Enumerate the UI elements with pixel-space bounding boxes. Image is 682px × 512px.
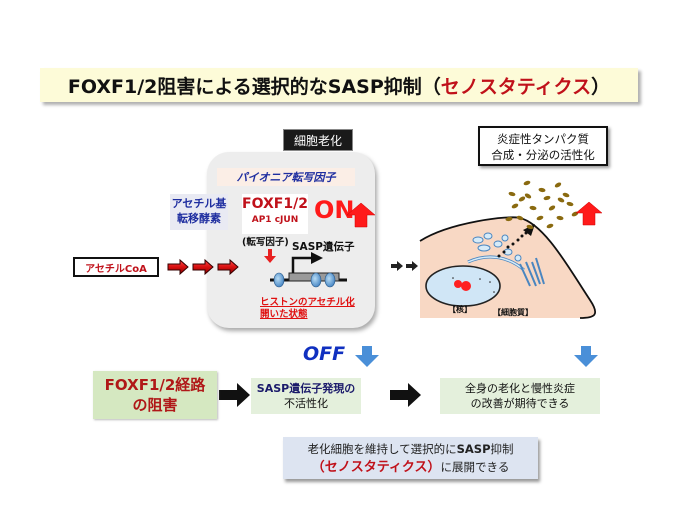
- protein-particle: [548, 205, 556, 211]
- title-suffix: ）: [591, 75, 611, 98]
- histone-icon: [310, 272, 322, 288]
- protein-particle: [562, 192, 570, 198]
- off-label: OFF: [303, 343, 346, 365]
- acetyltransferase-label: アセチル基 転移酵素: [170, 194, 228, 230]
- title-prefix: FOXF1/2阻害による選択的なSASP抑制（: [67, 75, 441, 98]
- blue-down-arrow-icon: [574, 346, 598, 367]
- transcription-factor-label: (転写因子): [242, 237, 289, 248]
- acetyltransferase-line1: アセチル基: [171, 197, 227, 210]
- inactivation-line1-rest: 遺伝子発現の: [289, 382, 356, 395]
- acetyl-coa-box: アセチルCoA: [73, 257, 159, 277]
- protein-particle: [546, 223, 554, 229]
- conclusion-line2-suffix: に展開できる: [440, 460, 510, 474]
- factor-main-label: FOXF1/2: [242, 196, 308, 212]
- protein-particle: [566, 201, 574, 207]
- protein-particle: [516, 215, 524, 221]
- cytoplasm-label: 【細胞質】: [493, 307, 533, 317]
- conclusion-close-paren: ）: [427, 460, 441, 475]
- conclusion-line1-prefix: 老化細胞を維持して選択的に: [307, 442, 457, 456]
- protein-particle: [524, 193, 532, 199]
- inhibition-line2: の阻害: [132, 396, 178, 414]
- sasp-gene-label: SASP遺伝子: [292, 241, 355, 253]
- conclusion-accent: セノスタティクス: [324, 460, 428, 475]
- flow-arrow: [390, 383, 421, 407]
- acetyl-flow-arrows: [167, 258, 239, 276]
- secreted-proteins: [505, 180, 579, 230]
- red-right-arrow: [217, 258, 239, 276]
- protein-particle: [554, 182, 562, 188]
- protein-line2: 合成・分泌の活性化: [491, 148, 595, 162]
- protein-particle: [556, 215, 564, 221]
- protein-particle: [557, 197, 565, 203]
- protein-line1: 炎症性タンパク質: [497, 132, 589, 146]
- title-accent: セノスタティクス: [440, 75, 592, 98]
- conclusion-line1-bold: SASP: [456, 442, 491, 456]
- protein-particle: [538, 187, 546, 193]
- inactivation-line1-bold: SASP: [256, 382, 290, 395]
- histone-line1: ヒストンのアセチル化: [260, 297, 355, 308]
- up-arrow-icon: [346, 202, 376, 228]
- factor-sub-label: AP1 cJUN: [251, 215, 299, 225]
- black-right-arrow: [391, 261, 403, 271]
- protein-particle: [511, 203, 519, 209]
- senostatics-conclusion-box: 老化細胞を維持して選択的にSASP抑制 （セノスタティクス）に展開できる: [283, 437, 538, 479]
- conclusion-line1-suffix: 抑制: [490, 442, 514, 456]
- histone-icon: [273, 272, 285, 288]
- histone-line2: 開いた状態: [260, 309, 308, 320]
- sasp-gene-diagram: [270, 252, 347, 288]
- protein-particle: [508, 191, 516, 197]
- protein-particle: [526, 224, 534, 230]
- pioneer-factor-label: パイオニア転写因子: [217, 168, 355, 186]
- improvement-line1: 全身の老化と慢性炎症: [465, 382, 575, 395]
- down-arrow-icon: [264, 249, 276, 263]
- protein-particle: [518, 196, 526, 202]
- acetyltransferase-line2: 転移酵素: [177, 212, 221, 225]
- red-right-arrow: [192, 258, 214, 276]
- red-right-arrow: [167, 258, 189, 276]
- senescent-cell: [419, 216, 597, 319]
- senescence-label: 細胞老化: [283, 129, 353, 151]
- black-right-arrow: [406, 261, 418, 271]
- protein-particle: [543, 195, 551, 201]
- protein-particle: [523, 180, 531, 186]
- inhibition-line1: FOXF1/2経路: [104, 376, 206, 394]
- conclusion-open-paren: （: [311, 460, 325, 475]
- transcription-start-arrow: [291, 256, 313, 273]
- protein-particle: [529, 205, 537, 211]
- improvement-line2: の改善が期待できる: [470, 397, 570, 410]
- nucleus-label: 【核】: [448, 304, 472, 314]
- title-banner: FOXF1/2阻害による選択的なSASP抑制（セノスタティクス）: [40, 68, 638, 102]
- transcription-factor-box: FOXF1/2 AP1 cJUN: [242, 194, 308, 234]
- protein-particle: [536, 215, 544, 221]
- protein-particle: [505, 216, 513, 222]
- inactivation-line2: 不活性化: [284, 397, 328, 410]
- inflammatory-protein-box: 炎症性タンパク質 合成・分泌の活性化: [478, 126, 608, 166]
- sasp-inactivation-box: SASP遺伝子発現の 不活性化: [251, 378, 361, 414]
- foxf-pathway-inhibition-box: FOXF1/2経路 の阻害: [93, 371, 217, 419]
- blue-down-arrow-icon: [355, 346, 379, 367]
- up-arrow-icon: [575, 201, 603, 226]
- on-label: ON: [314, 196, 355, 224]
- histone-icon: [324, 272, 336, 288]
- histone-acetylation-label: ヒストンのアセチル化 開いた状態: [260, 297, 355, 321]
- improvement-box: 全身の老化と慢性炎症 の改善が期待できる: [440, 378, 600, 414]
- flow-arrow: [219, 383, 250, 407]
